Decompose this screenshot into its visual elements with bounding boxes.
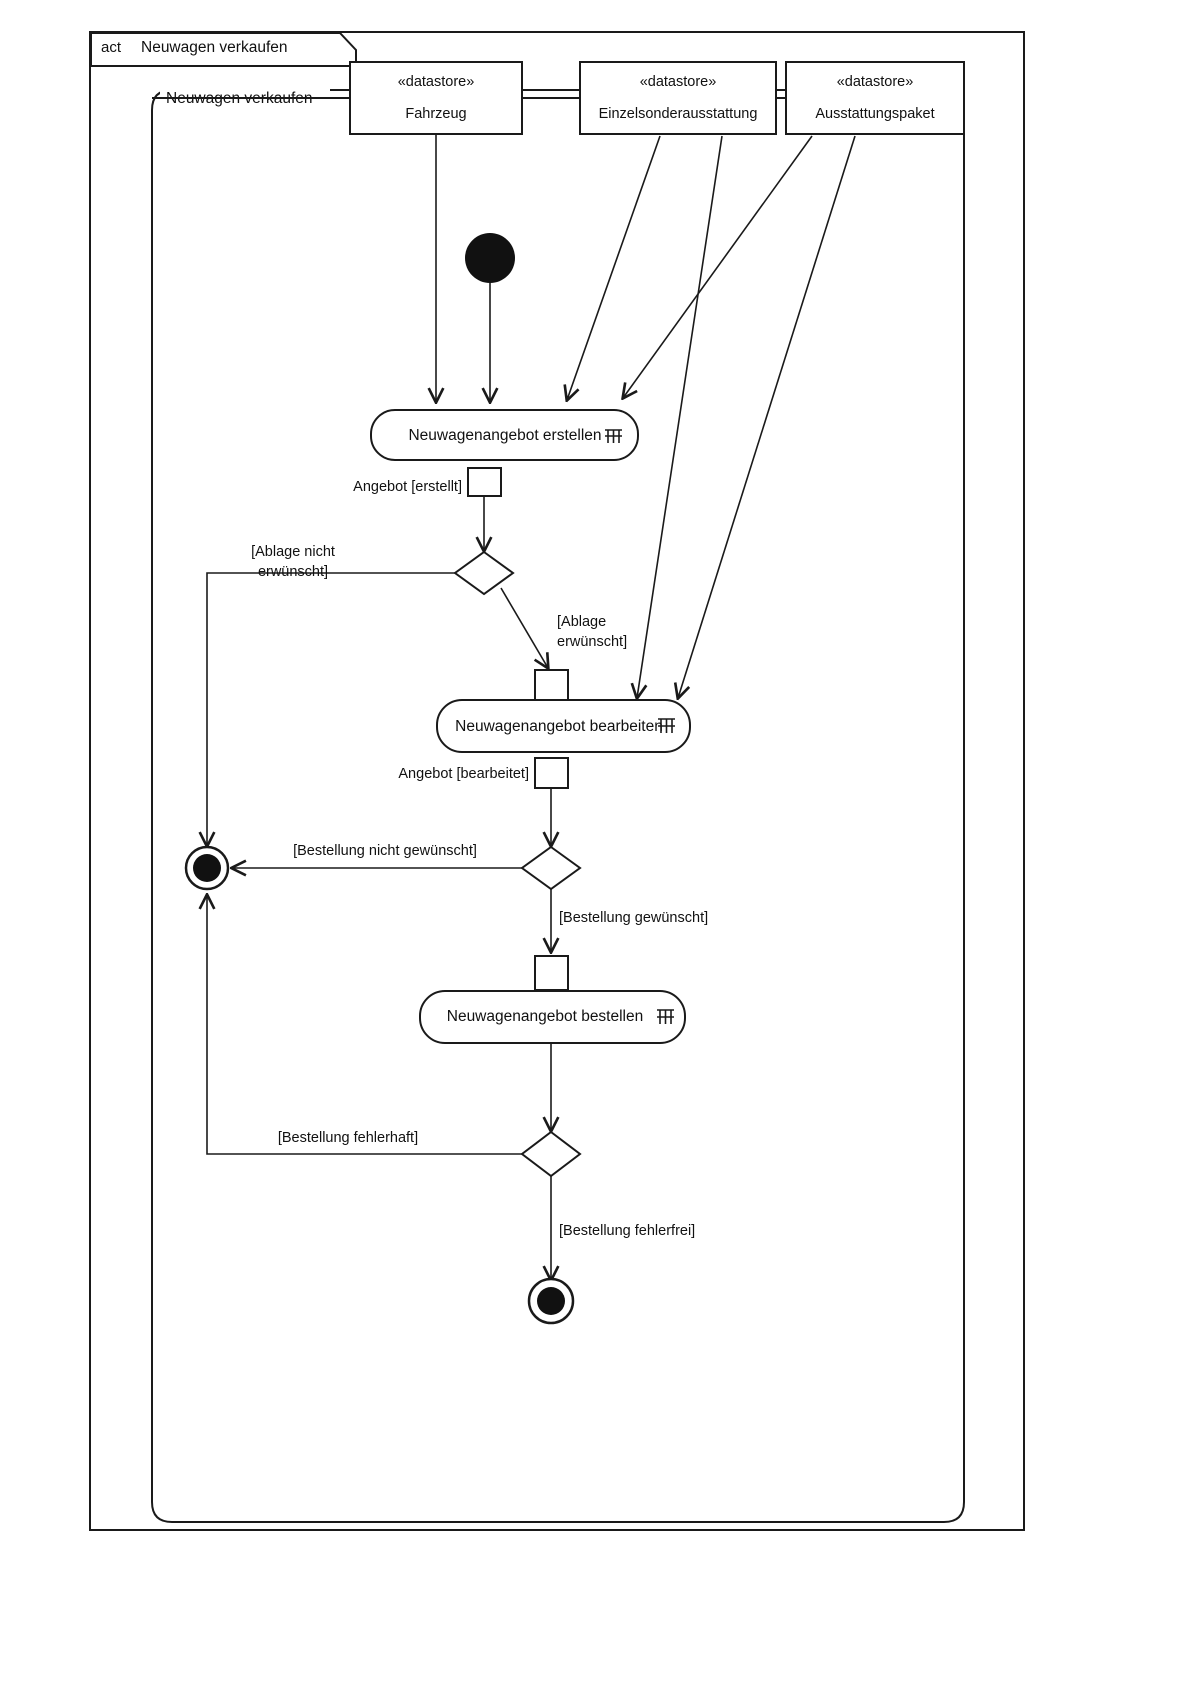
action-neuwagenangebot-erstellen[interactable]: Neuwagenangebot erstellen [370, 409, 639, 461]
input-pin-bearbeiten[interactable] [534, 669, 569, 701]
datastore-ausstattungspaket-name: Ausstattungspaket [815, 106, 934, 122]
guard-ablage-erwuenscht-line1: [Ablage [557, 614, 606, 630]
initial-node[interactable] [465, 233, 515, 283]
datastore-einzelsonderausstattung-name: Einzelsonderausstattung [599, 106, 758, 122]
object-pin-angebot-bearbeitet[interactable] [534, 757, 569, 789]
action-bestellen-label: Neuwagenangebot bestellen [447, 1008, 644, 1025]
rake-icon [658, 718, 675, 733]
action-neuwagenangebot-bearbeiten[interactable]: Neuwagenangebot bearbeiten [436, 699, 691, 753]
object-pin-angebot-erstellt[interactable] [467, 467, 502, 497]
guard-bestellung-nicht-gewuenscht: [Bestellung nicht gewünscht] [293, 843, 477, 859]
datastore-einzelsonderausstattung[interactable]: «datastore» Einzelsonderausstattung [579, 61, 777, 135]
guard-ablage-nicht-erwuenscht-line2: erwünscht] [258, 564, 328, 580]
datastore-fahrzeug-name: Fahrzeug [405, 106, 466, 122]
frame-title: Neuwagen verkaufen [141, 39, 288, 56]
action-neuwagenangebot-bestellen[interactable]: Neuwagenangebot bestellen [419, 990, 686, 1044]
datastore-ausstattungspaket[interactable]: «datastore» Ausstattungspaket [785, 61, 965, 135]
guard-ablage-nicht-erwuenscht-line1: [Ablage nicht [251, 544, 335, 560]
datastore-einzelsonderausstattung-stereotype: «datastore» [640, 74, 717, 90]
frame-kind-keyword: act [101, 39, 122, 56]
flow-einzel-to-bearbeiten [637, 135, 723, 698]
action-bearbeiten-label: Neuwagenangebot bearbeiten [455, 718, 663, 735]
datastore-fahrzeug-stereotype: «datastore» [398, 74, 475, 90]
flow-ablage-nicht-erwuenscht [207, 572, 455, 846]
guard-bestellung-gewuenscht: [Bestellung gewünscht] [559, 910, 708, 926]
flow-einzel-to-erstellen [567, 135, 661, 400]
ablage-decision[interactable] [453, 550, 515, 596]
input-pin-bestellen[interactable] [534, 955, 569, 991]
frame-name-tab [90, 32, 357, 67]
flow-paket-to-erstellen [623, 135, 813, 398]
action-erstellen-label: Neuwagenangebot erstellen [408, 427, 601, 444]
guard-ablage-erwuenscht-line2: erwünscht] [557, 634, 627, 650]
activity-final-node[interactable] [527, 1277, 575, 1325]
flow-ablage-erwuenscht [500, 587, 548, 668]
rake-icon [657, 1009, 674, 1024]
flow-paket-to-bearbeiten [678, 135, 856, 698]
object-flow-angebot-bearbeitet-label: Angebot [bearbeitet] [398, 766, 529, 782]
guard-bestellung-fehlerfrei: [Bestellung fehlerfrei] [559, 1223, 695, 1239]
object-flow-angebot-erstellt-label: Angebot [erstellt] [353, 479, 462, 495]
flow-bestellung-fehlerhaft [207, 895, 522, 1155]
flow-final-node[interactable] [184, 845, 230, 891]
datastore-fahrzeug[interactable]: «datastore» Fahrzeug [349, 61, 523, 135]
rake-icon [605, 429, 622, 443]
guard-bestellung-fehlerhaft: [Bestellung fehlerhaft] [278, 1130, 418, 1146]
datastore-ausstattungspaket-stereotype: «datastore» [837, 74, 914, 90]
